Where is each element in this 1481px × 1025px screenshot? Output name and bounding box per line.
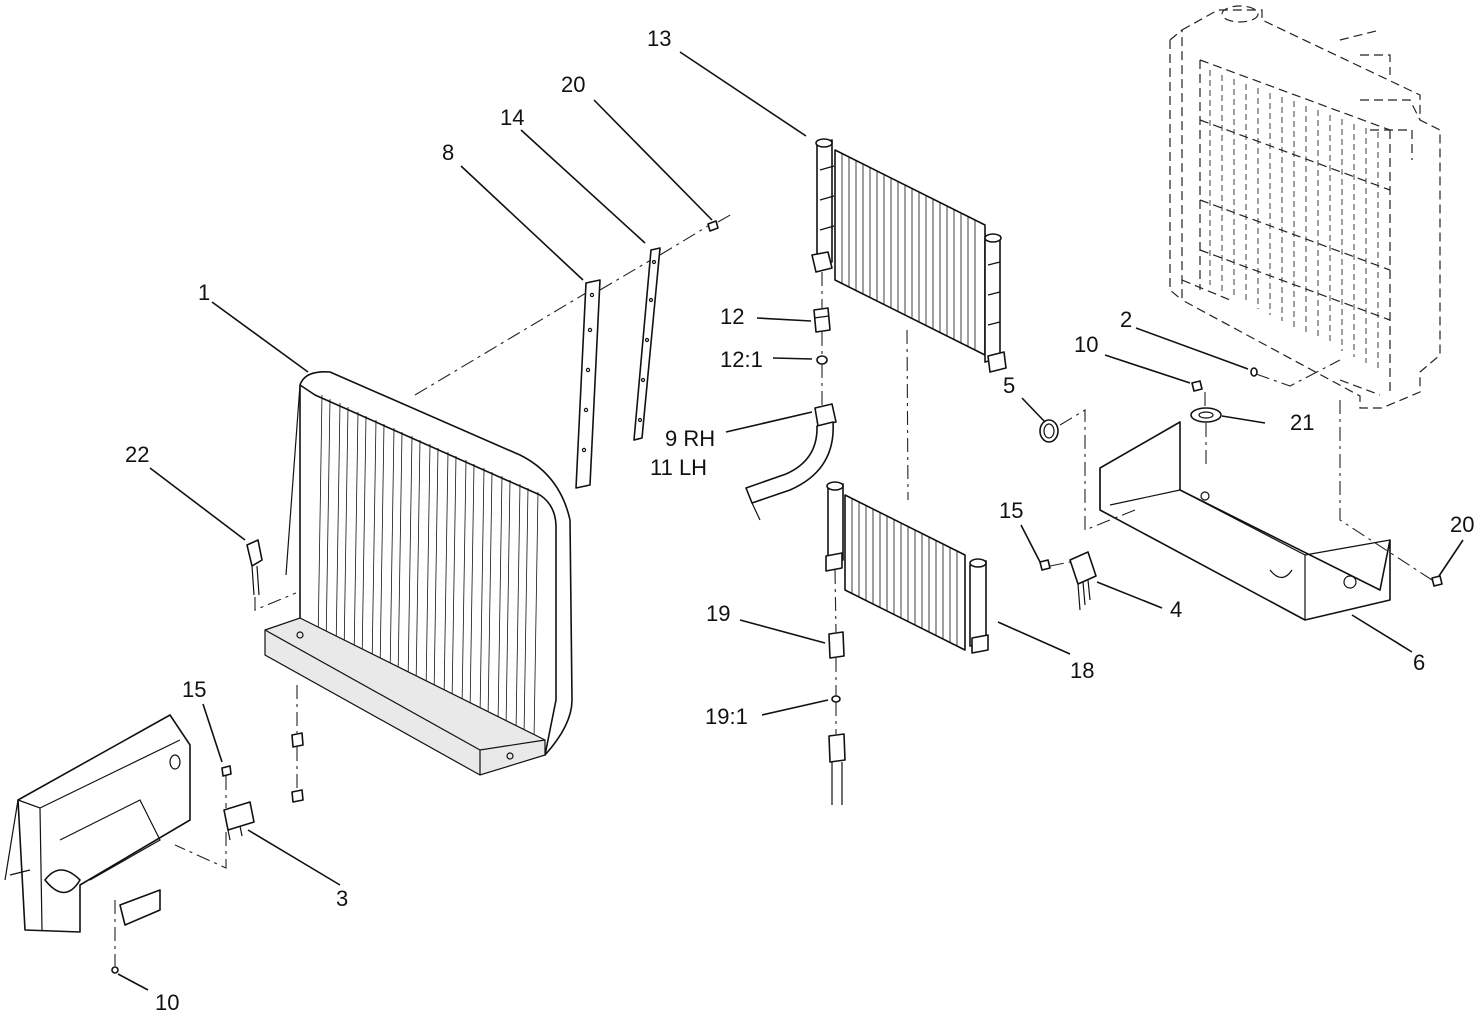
callout-15-left: 15 [182,677,206,702]
grille-screen [264,370,573,776]
bracket-part-22 [246,539,263,596]
callout-10-right: 10 [1074,332,1098,357]
callout-20-top: 20 [561,72,585,97]
washer-part-2 [1250,367,1258,377]
nut-parts-lower-left [291,732,304,803]
callout-21: 21 [1290,410,1314,435]
hose-lower [751,502,761,521]
callout-9-rh: 9 RH [665,426,715,451]
callout-20-right: 20 [1450,512,1474,537]
screw-part-20-right [1431,575,1443,587]
callout-3: 3 [336,886,348,911]
callout-8: 8 [442,140,454,165]
lower-oil-cooler [825,481,989,654]
screw-part-20-top [707,220,719,232]
upper-oil-cooler [811,138,1007,373]
callout-12: 12 [720,304,744,329]
leader-lines [117,51,1464,991]
callout-labels: 1 2 3 4 5 6 8 9 RH 11 LH 10 10 12 12:1 1… [125,26,1474,1015]
callout-2: 2 [1120,307,1132,332]
callout-10-bottom: 10 [155,990,179,1015]
strip-part-8 [575,279,601,489]
fitting-part-19 [828,631,846,805]
callout-1: 1 [198,280,210,305]
strip-part-14 [633,247,661,441]
hose-elbow-part-9-11 [745,403,837,504]
callout-4: 4 [1170,597,1182,622]
grommet-part-21 [1190,407,1222,423]
callout-18: 18 [1070,658,1094,683]
nut-part-10-right [1191,380,1203,392]
callout-14: 14 [500,105,524,130]
relay-part-4 [1069,551,1097,611]
callout-15-right: 15 [999,498,1023,523]
fitting-part-12 [813,307,831,365]
assembly-lines [114,213,1433,966]
plug-part-5 [1039,419,1059,443]
callout-22: 22 [125,442,149,467]
callout-6: 6 [1413,650,1425,675]
screw-part-15-right [1039,559,1051,571]
callout-19: 19 [706,601,730,626]
relay-part-3 [221,765,255,841]
radiator-phantom [1169,5,1441,409]
frame-bracket-lower-left [4,714,191,933]
nut-part-10-bottom [111,966,119,974]
callout-12-1: 12:1 [720,347,763,372]
callout-11-lh: 11 LH [650,455,707,480]
callout-19-1: 19:1 [705,704,748,729]
bracket-part-6 [1099,421,1391,621]
callout-13: 13 [647,26,671,51]
callout-5: 5 [1003,373,1015,398]
